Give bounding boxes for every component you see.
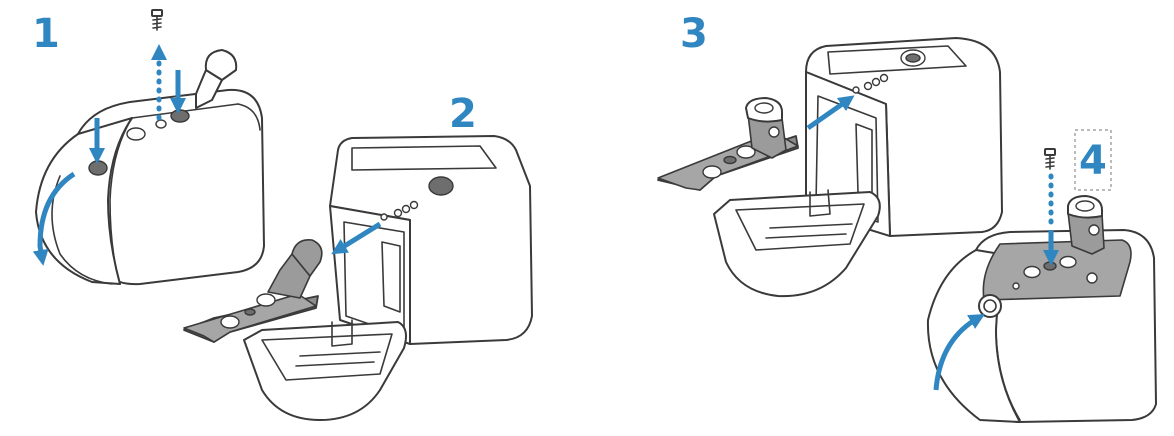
- step-number-4: 4: [1079, 138, 1107, 184]
- step3-insert-arrow: [806, 95, 855, 131]
- step4-rotate-arrow: [933, 313, 985, 391]
- step-number-3: 3: [680, 11, 708, 57]
- step4-camera: [926, 195, 1157, 423]
- step1-camera: [35, 49, 265, 286]
- step2-housing: [183, 135, 533, 421]
- step2-remove-arrow: [331, 221, 382, 255]
- step3-housing: [657, 37, 1003, 298]
- screw-icon: [151, 9, 163, 31]
- step-number-2: 2: [449, 91, 477, 137]
- screw-icon: [1044, 148, 1056, 170]
- step1-rotate-arrow: [32, 171, 76, 266]
- step-number-1: 1: [32, 11, 60, 57]
- step4-highlight-box: [1074, 129, 1112, 191]
